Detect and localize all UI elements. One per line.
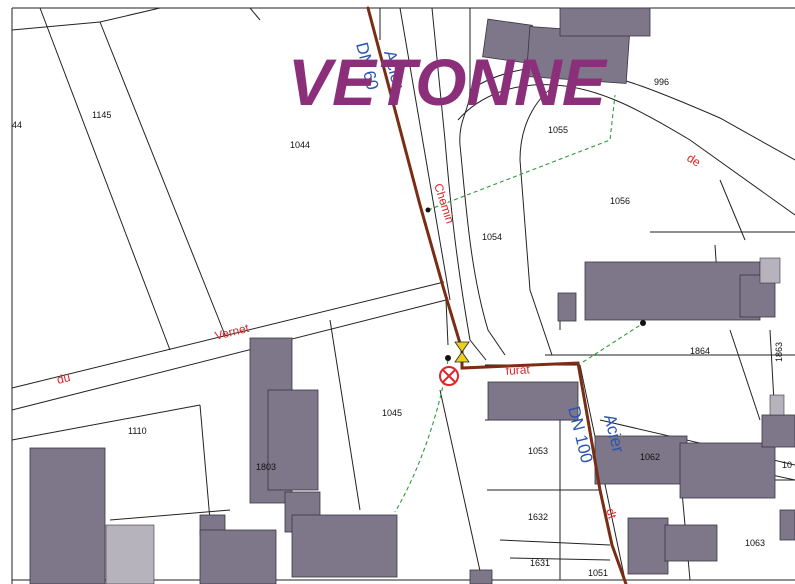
branch-lines [394,94,646,513]
parcel-label: 1063 [745,538,765,548]
parcel-label: 1145 [92,110,111,120]
main-pipes [366,6,628,584]
parcel-label: 1056 [610,196,630,206]
parcel-label: 1864 [690,346,710,356]
junction-dot-icon [640,320,646,326]
parcel-label: 1045 [382,408,402,418]
parcel-label: 996 [654,77,669,87]
town-name: VETONNE [288,45,608,119]
parcel-label: 1051 [588,568,608,578]
junction-dot-icon [445,355,451,361]
parcel-label: 1044 [290,140,310,150]
parcel-label: 1055 [548,125,568,135]
valve-symbol-icon [439,366,459,386]
buildings-light [105,257,785,584]
parcel-label: 1054 [482,232,502,242]
parcel-label: 1110 [128,426,147,436]
parcel-labels: 996 1145 44 1044 1055 1056 1054 1864 186… [12,77,792,578]
parcel-label: 1863 [774,342,784,362]
parcel-label: 1062 [640,452,660,462]
parcel-label: 44 [12,120,22,130]
parcel-label: 1632 [528,512,548,522]
pipe-fitting-icon [454,341,470,363]
junction-dot-icon [425,207,431,213]
buildings [29,7,795,584]
parcel-label: 1631 [530,558,550,568]
parcel-label: 1803 [256,462,276,472]
parcel-label: 10 [782,460,792,470]
street-label-furat: furat [505,362,531,378]
street-label-du: du [55,370,71,387]
parcel-label: 1053 [528,446,548,456]
